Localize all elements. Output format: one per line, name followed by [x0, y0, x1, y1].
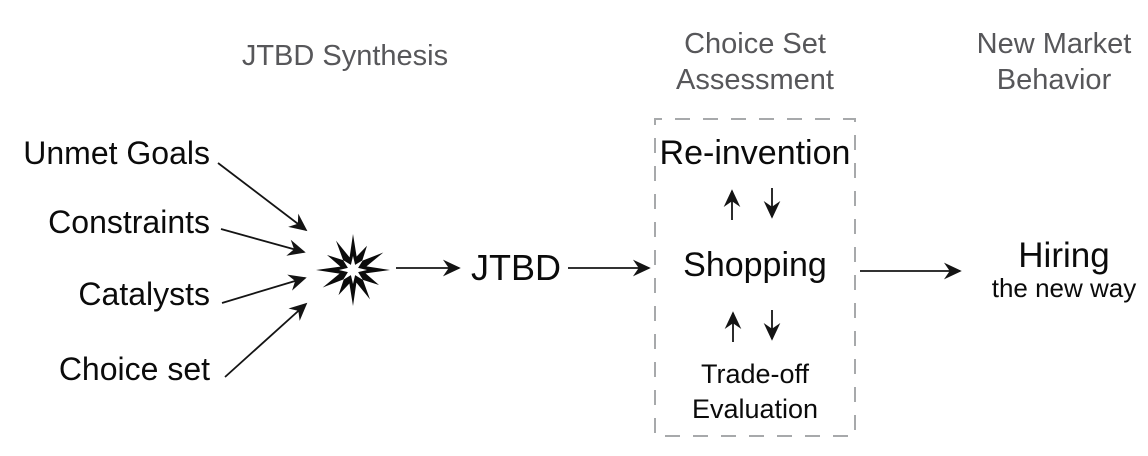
input-label-unmet-goals: Unmet Goals — [23, 135, 210, 171]
choice-option-reinvention: Re-invention — [659, 134, 851, 172]
choice-set-box-border — [654, 118, 856, 437]
choice-option-tradeoff-evaluation: Trade-off Evaluation — [655, 357, 855, 427]
choice-option-shopping: Shopping — [683, 246, 827, 284]
outcome-hiring-subtitle: the new way — [991, 273, 1137, 303]
jtbd-node-label: JTBD — [471, 247, 561, 288]
header-choice-set-assessment: Choice Set Assessment — [655, 26, 855, 98]
tradeoff-line2: Evaluation — [691, 394, 819, 424]
arrow-catalysts-to-burst-icon — [221, 274, 307, 304]
input-label-constraints: Constraints — [48, 204, 210, 240]
header-new-market-line2: Behavior — [996, 64, 1112, 96]
header-choice-set-line2: Assessment — [676, 64, 834, 96]
header-choice-set-line1: Choice Set — [684, 28, 826, 60]
header-new-market-line1: New Market — [976, 28, 1132, 60]
arrow-choice-set-to-burst-icon — [224, 302, 308, 378]
input-label-catalysts: Catalysts — [78, 276, 210, 312]
starburst-collision-icon — [316, 234, 390, 306]
tradeoff-line1: Trade-off — [700, 359, 810, 389]
arrow-unmet-goals-to-burst-icon — [217, 162, 308, 232]
arrow-constraints-to-burst-icon — [220, 228, 306, 256]
header-new-market-behavior: New Market Behavior — [954, 26, 1148, 98]
input-label-choice-set: Choice set — [58, 351, 210, 387]
header-jtbd-synthesis: JTBD Synthesis — [241, 40, 449, 72]
outcome-hiring-label: Hiring — [1018, 236, 1110, 275]
